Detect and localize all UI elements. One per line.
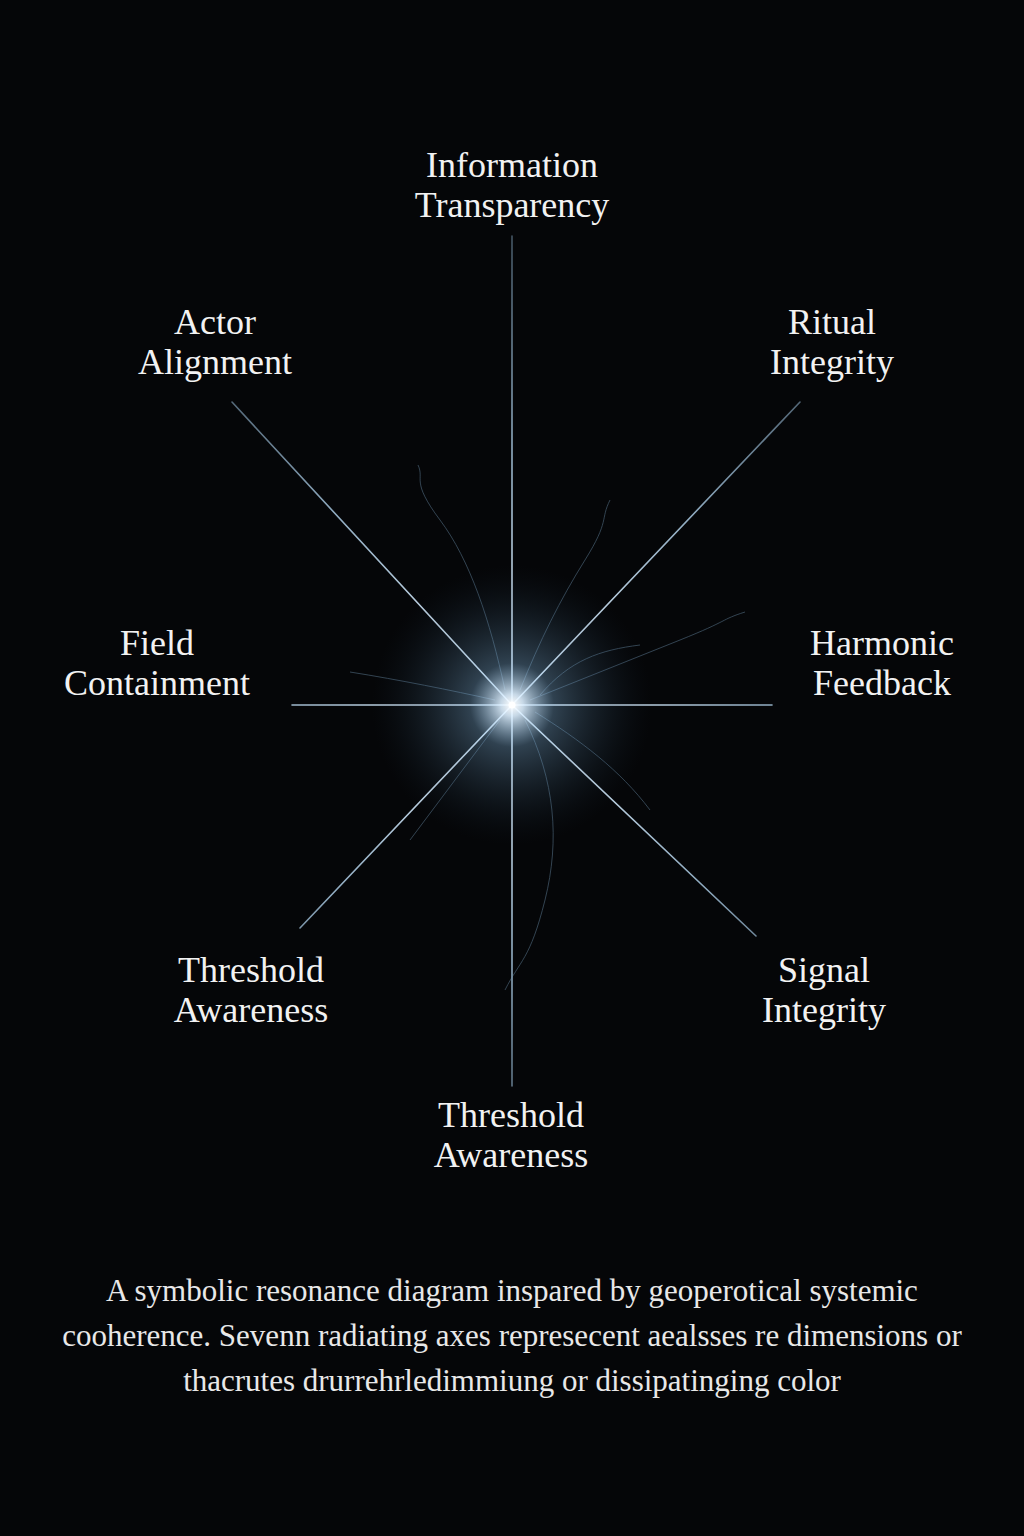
axis-label: Ritual Integrity <box>770 302 894 382</box>
axis-label: Threshold Awareness <box>434 1095 589 1175</box>
axis-label: Harmonic Feedback <box>810 623 954 703</box>
core-point <box>509 702 516 709</box>
axis-label: Field Containment <box>64 623 250 703</box>
energy-filaments <box>350 465 745 990</box>
caption-text: A symbolic resonance diagram inspared by… <box>62 1268 962 1403</box>
core-glow <box>372 565 652 845</box>
axis-label: Threshold Awareness <box>174 950 329 1030</box>
axis-label: Information Transparency <box>415 145 610 225</box>
axis-label: Signal Integrity <box>762 950 886 1030</box>
axis-label: Actor Alignment <box>138 302 292 382</box>
